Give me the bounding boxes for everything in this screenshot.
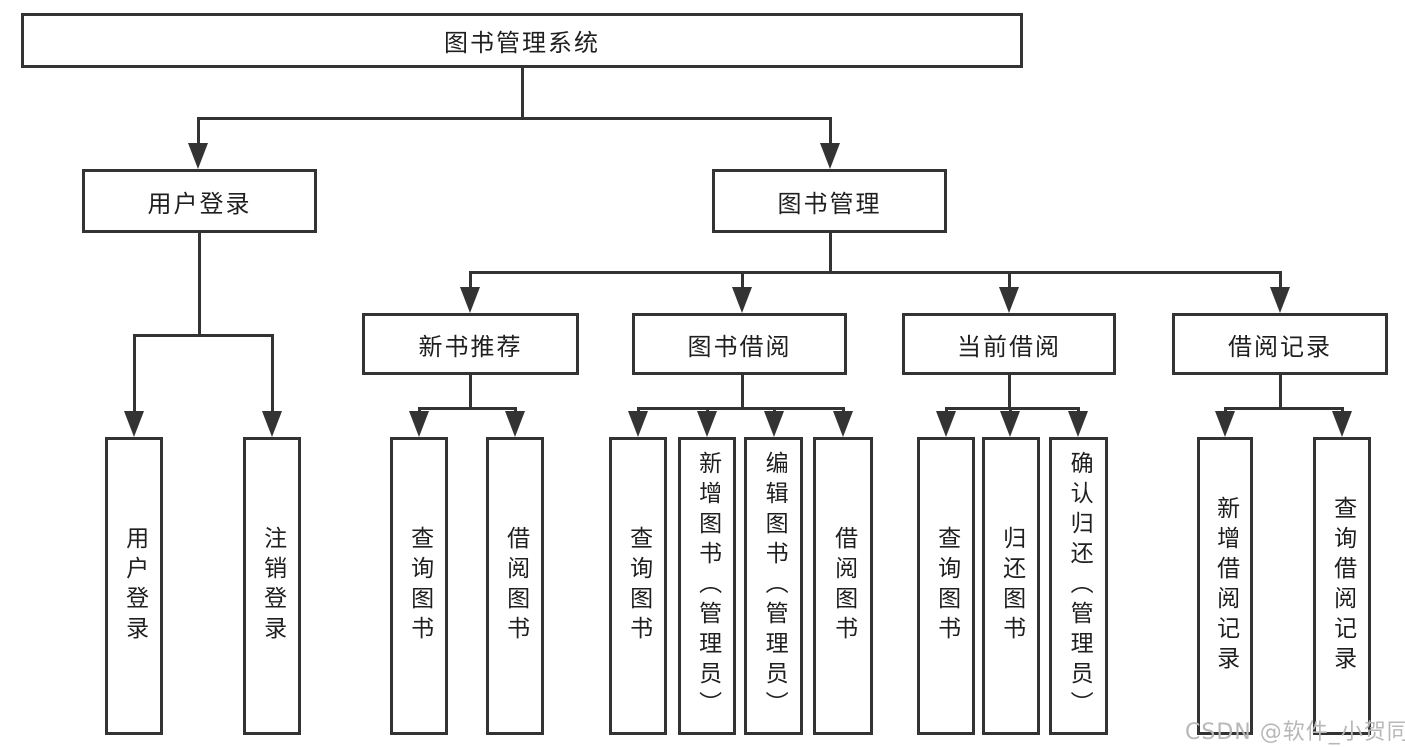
connector-segment [271, 334, 274, 416]
arrow-down-icon [732, 287, 752, 313]
arrow-down-icon [1332, 411, 1352, 437]
node-new-book-recommendation: 新书推荐 [362, 313, 579, 375]
leaf-edit-book-admin-label: 编辑图书（管理员） [761, 451, 788, 721]
leaf-query-book-current-label: 查询图书 [933, 526, 960, 646]
leaf-logout-label: 注销登录 [259, 526, 286, 646]
leaf-query-book-borrowing: 查询图书 [609, 437, 667, 735]
arrow-down-icon [460, 287, 480, 313]
node-current-borrowing: 当前借阅 [902, 313, 1116, 375]
connector-segment [1279, 375, 1282, 408]
connector-segment [829, 117, 832, 149]
arrow-down-icon [1000, 411, 1020, 437]
arrow-down-icon [1270, 287, 1290, 313]
leaf-edit-book-admin: 编辑图书（管理员） [744, 437, 803, 735]
leaf-query-borrow-record: 查询借阅记录 [1313, 437, 1371, 735]
leaf-return-book-label: 归还图书 [998, 526, 1025, 646]
leaf-add-book-admin: 新增图书（管理员） [678, 437, 736, 735]
connector-segment [469, 271, 1282, 274]
leaf-confirm-return-admin: 确认归还（管理员） [1049, 437, 1108, 735]
arrow-down-icon [999, 287, 1019, 313]
leaf-query-book-recommend-label: 查询图书 [406, 526, 433, 646]
connector-segment [469, 271, 472, 293]
connector-segment [198, 233, 201, 335]
leaf-return-book: 归还图书 [982, 437, 1040, 735]
node-user-login-label: 用户登录 [147, 189, 252, 218]
node-root: 图书管理系统 [21, 13, 1023, 68]
arrow-down-icon [936, 411, 956, 437]
leaf-borrow-book-recommend: 借阅图书 [486, 437, 544, 735]
node-borrowing-records-label: 借阅记录 [1228, 332, 1332, 361]
arrow-down-icon [628, 411, 648, 437]
node-root-label: 图书管理系统 [444, 29, 600, 57]
arrow-down-icon [697, 411, 717, 437]
leaf-borrow-book-borrowing-label: 借阅图书 [830, 526, 857, 646]
leaf-add-borrow-record: 新增借阅记录 [1197, 437, 1253, 735]
node-user-login: 用户登录 [82, 169, 317, 233]
connector-segment [133, 334, 274, 337]
arrow-down-icon [764, 411, 784, 437]
leaf-borrow-book-recommend-label: 借阅图书 [502, 526, 529, 646]
node-book-borrowing: 图书借阅 [632, 313, 847, 375]
arrow-down-icon [1215, 411, 1235, 437]
node-book-borrowing-label: 图书借阅 [687, 332, 792, 361]
node-book-management: 图书管理 [712, 169, 947, 233]
node-borrowing-records: 借阅记录 [1172, 313, 1388, 375]
arrow-down-icon [833, 411, 853, 437]
connector-segment [418, 407, 517, 410]
connector-segment [829, 233, 832, 272]
arrow-down-icon [409, 411, 429, 437]
connector-segment [197, 117, 200, 149]
connector-segment [637, 407, 845, 410]
connector-segment [1224, 407, 1344, 410]
leaf-user-login-label: 用户登录 [121, 526, 148, 646]
node-new-book-recommendation-label: 新书推荐 [418, 332, 523, 361]
leaf-query-book-recommend: 查询图书 [390, 437, 448, 735]
connector-segment [945, 407, 1080, 410]
connector-segment [1008, 271, 1011, 293]
leaf-confirm-return-admin-label: 确认归还（管理员） [1066, 451, 1093, 721]
connector-segment [741, 271, 744, 293]
arrow-down-icon [820, 143, 840, 169]
leaf-query-book-current: 查询图书 [917, 437, 975, 735]
connector-segment [197, 117, 831, 120]
arrow-down-icon [505, 411, 525, 437]
connector-segment [469, 375, 472, 408]
leaf-query-borrow-record-label: 查询借阅记录 [1329, 496, 1356, 676]
leaf-query-book-borrowing-label: 查询图书 [625, 526, 652, 646]
arrow-down-icon [124, 411, 144, 437]
connector-segment [741, 375, 744, 408]
node-book-management-label: 图书管理 [777, 189, 882, 218]
leaf-add-borrow-record-label: 新增借阅记录 [1212, 496, 1239, 676]
connector-segment [521, 68, 524, 118]
connector-segment [1008, 375, 1011, 408]
arrow-down-icon [262, 411, 282, 437]
leaf-logout: 注销登录 [243, 437, 301, 735]
connector-segment [1279, 271, 1282, 293]
node-current-borrowing-label: 当前借阅 [957, 332, 1061, 361]
leaf-user-login: 用户登录 [105, 437, 163, 735]
leaf-add-book-admin-label: 新增图书（管理员） [694, 451, 721, 721]
connector-segment [133, 334, 136, 416]
arrow-down-icon [188, 143, 208, 169]
leaf-borrow-book-borrowing: 借阅图书 [813, 437, 873, 735]
arrow-down-icon [1068, 411, 1088, 437]
csdn-watermark: CSDN @软件_小贺同学 [1185, 720, 1405, 745]
